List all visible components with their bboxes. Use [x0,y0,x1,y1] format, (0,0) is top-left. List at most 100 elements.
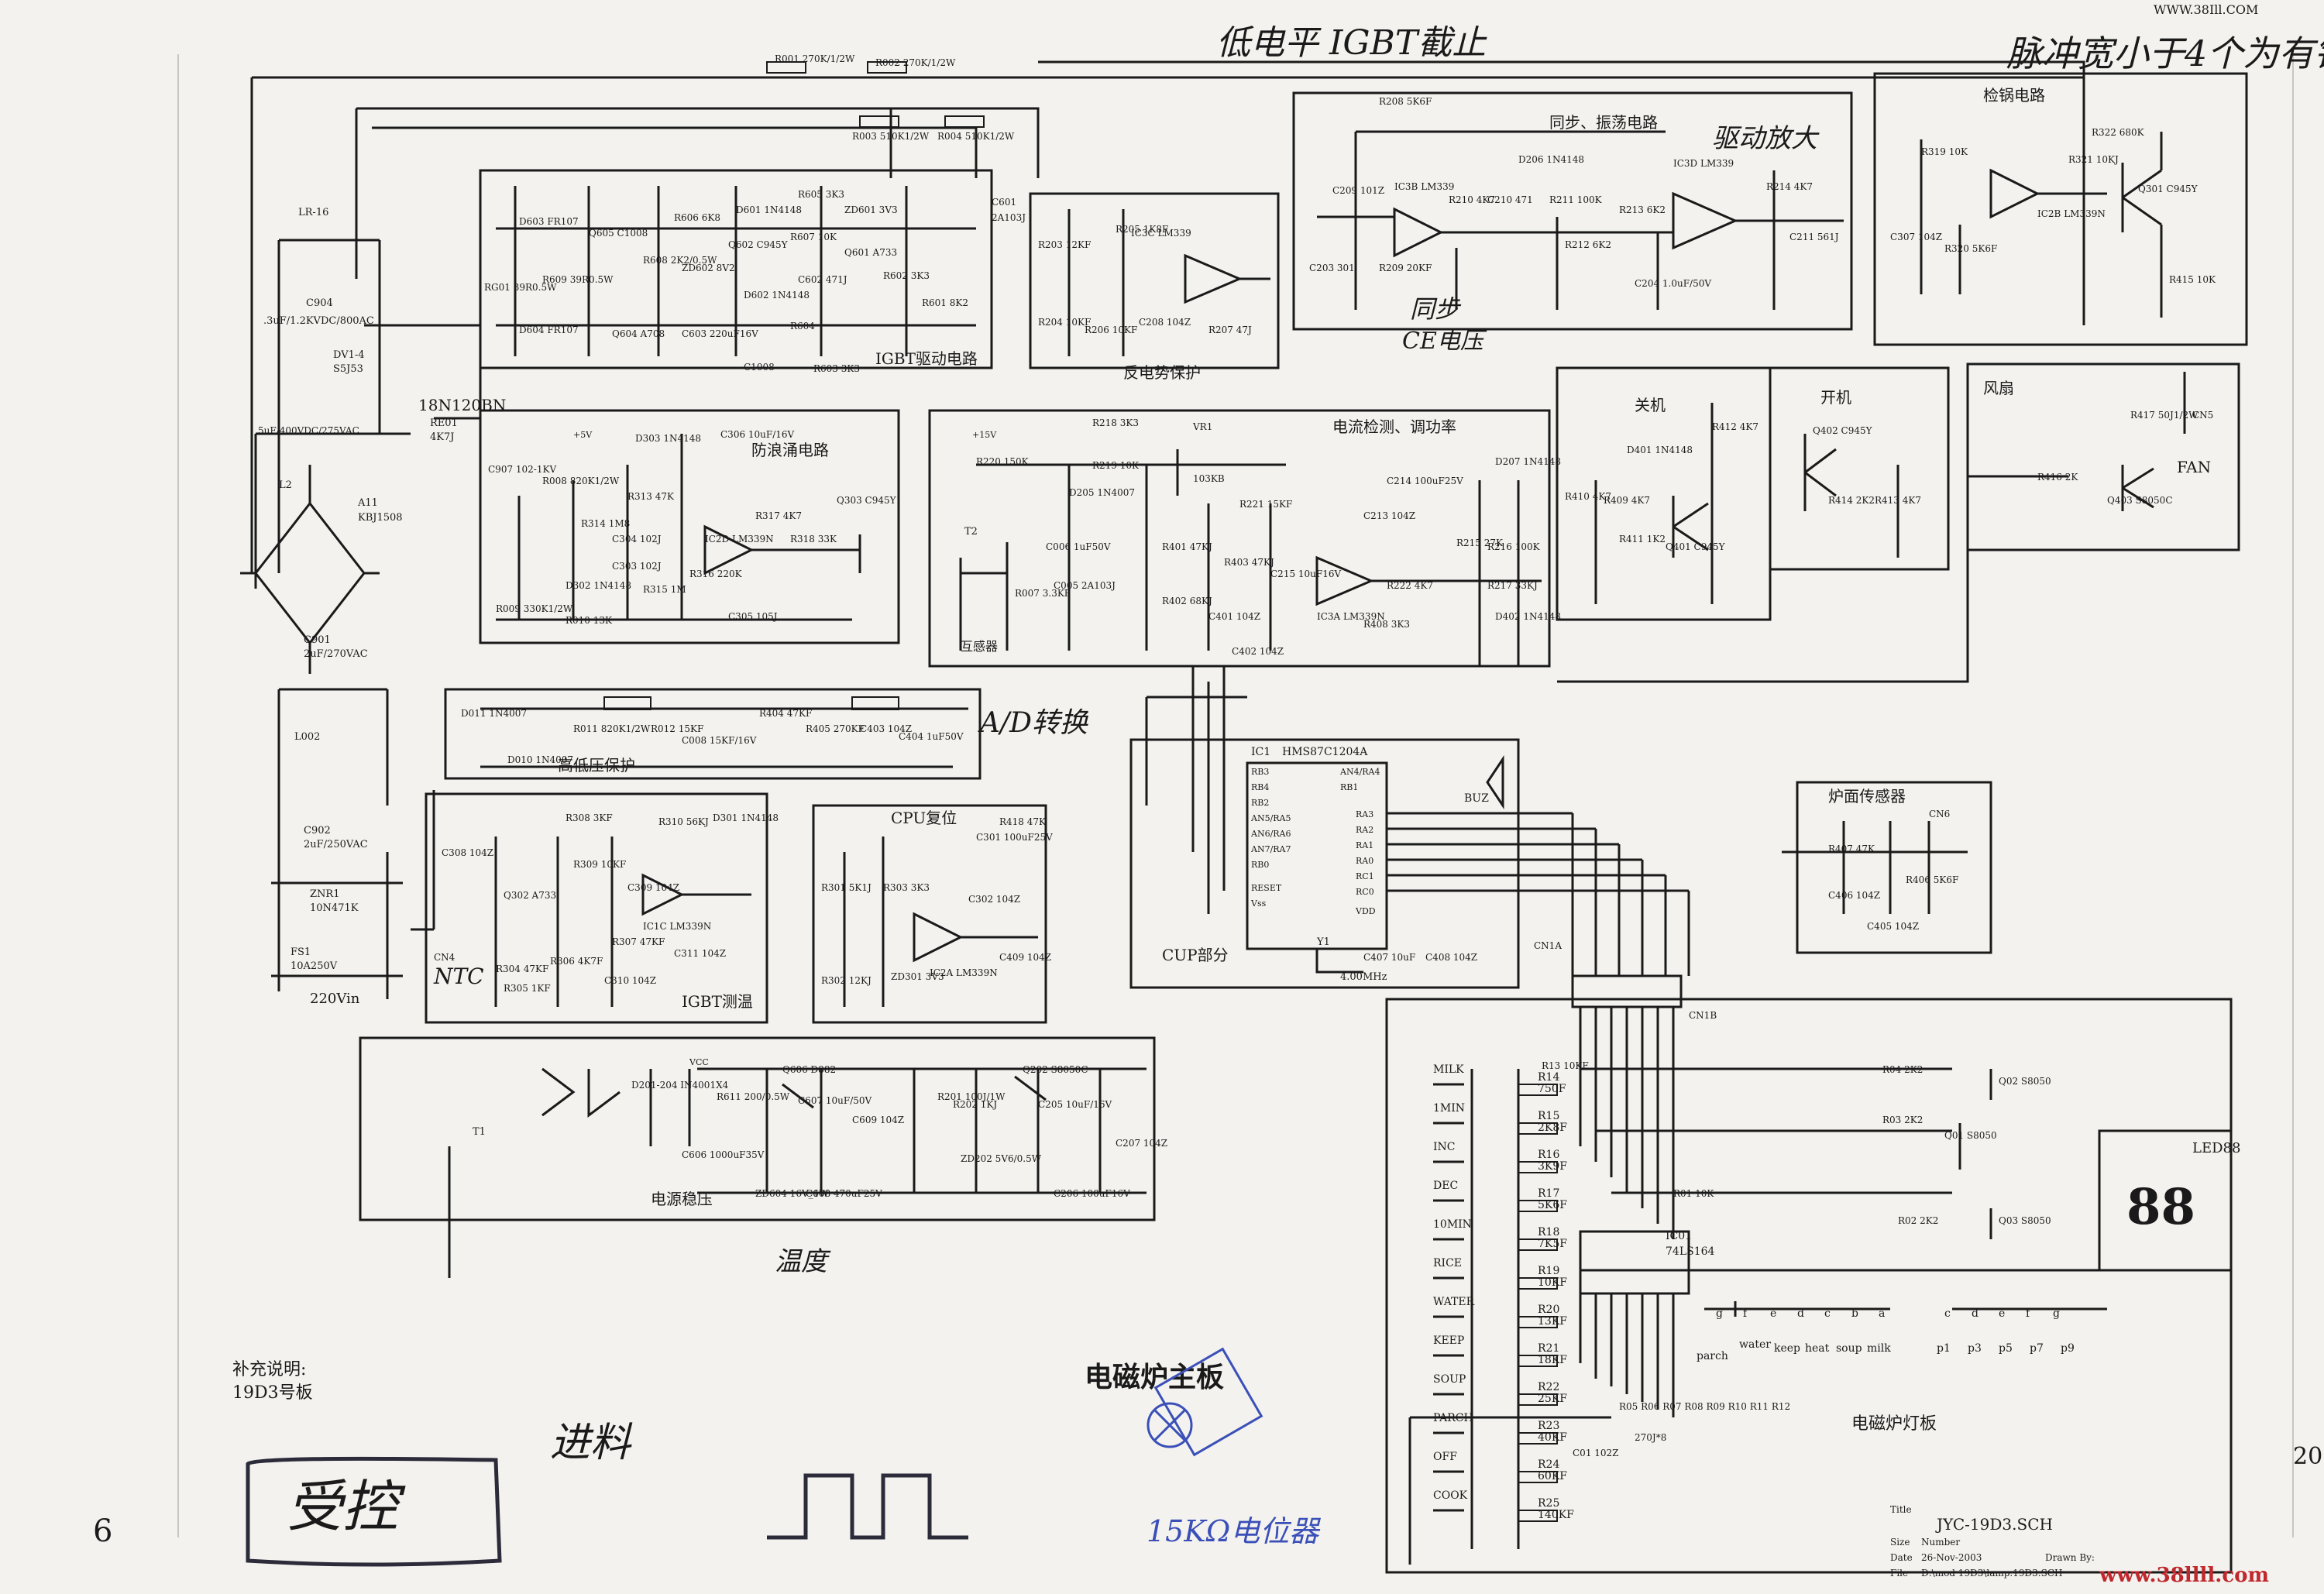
label-c206: C206 100uF16V [1054,1188,1130,1199]
key-label: SOUP [1433,1373,1466,1386]
label-q403: Q403 S8050C [2107,495,2173,506]
supply-label: +15V [972,430,997,440]
label-znr1: ZNR1 [310,888,339,900]
block-cpu-reset: CPU复位 [891,809,957,827]
label-c408: C408 104Z [1425,952,1477,963]
label-r314: R314 1M8 [581,518,630,529]
block-surface-sensor: 炉面传感器 [1828,787,1906,806]
key-switch-row [1433,1083,1464,1512]
label-r606: R606 6K8 [674,212,720,223]
label-q202: Q202 S8050C [1023,1064,1088,1075]
label-r219: R219 10K [1092,460,1140,471]
key-label: 10MIN [1433,1218,1472,1231]
label-mcu-ref: IC1 [1251,746,1270,758]
key-label: OFF [1433,1451,1457,1463]
key-resistor: R25 [1538,1497,1559,1510]
label-resistor-array: R05 R06 R07 R08 R09 R10 R11 R12 [1619,1401,1790,1412]
label-c609: C609 104Z [852,1115,904,1125]
label-lr16: LR-16 [298,207,328,218]
label-c902: C902 [304,825,331,837]
label-a11: A11 [357,497,378,509]
label-r201: R201 100J/1W [937,1091,1006,1102]
key-label: 1MIN [1433,1102,1465,1115]
label-r203: R203 12KF [1038,239,1091,250]
label-c401: C401 104Z [1208,611,1260,622]
label-ic3d: IC3D LM339 [1673,158,1734,169]
label-r608: R608 2K2/0.5W [643,255,717,266]
label-c304: C304 102J [612,534,662,545]
label-c208: C208 104Z [1139,317,1191,328]
label-resistor-array-v: 270J*8 [1635,1432,1666,1443]
label-t2: T2 [964,526,978,538]
label-r601: R601 8K2 [922,297,968,308]
label-r322: R322 680K [2092,127,2145,138]
label-r318: R318 33K [790,534,837,545]
led-pin: b [1851,1307,1858,1320]
led-pin: e [1770,1307,1776,1320]
label-c203: C203 301 [1309,263,1355,273]
hw-ce-note: CE电压 [1402,328,1487,355]
label-r309: R309 10KF [573,859,626,870]
led-pin: f [1743,1307,1748,1320]
label-c306: C306 10uF/16V [720,429,795,440]
label-r409: R409 4K7 [1604,495,1650,506]
label-c405: C405 104Z [1867,921,1919,932]
label-r01: R01 10K [1673,1188,1714,1199]
cpu-pin-label: RA1 [1356,840,1373,850]
label-d401: D401 1N4148 [1627,445,1693,455]
label-r316: R316 220K [689,569,743,579]
label-r218: R218 3K3 [1092,417,1139,428]
watermark-top: WWW.38Ill.COM [2154,2,2258,17]
label-r216: R216 100K [1487,541,1541,552]
key-resistor: R18 [1538,1226,1559,1238]
label-r414: R414 2K2 [1828,495,1875,506]
block-shutdown: 关机 [1635,396,1666,414]
label-r403: R403 47KJ [1224,557,1274,568]
key-resistor: R17 [1538,1187,1559,1200]
drawing-number: JYC-19D3.SCH [1935,1515,2053,1534]
label-c308: C308 104Z [442,847,493,858]
label-c307: C307 104Z [1890,232,1942,242]
tb-title-label: Title [1890,1504,1912,1515]
resistor-symbols [603,61,1558,1522]
label-q601: Q601 A733 [844,247,897,258]
label-ic3a: IC3A LM339N [1317,611,1385,622]
label-r404: R404 47KF [759,708,812,719]
led-word: p5 [1999,1342,2013,1355]
label-rect-bridge: KBJ1508 [358,512,403,524]
label-c608: C608 470uF25V [806,1188,882,1199]
label-c402: C402 104Z [1232,646,1284,657]
block-fan: 风扇 [1983,379,2014,397]
key-resistor-value: 3K9F [1538,1160,1567,1173]
label-r304: R304 47KF [496,964,548,974]
label-c407: C407 10uF [1363,952,1415,963]
label-r001: R001 270K/1/2W [775,53,855,64]
board-title: 电磁炉主板 [1085,1361,1224,1393]
label-crystal-ref: Y1 [1316,936,1330,948]
key-label: COOK [1433,1489,1468,1502]
label-c406: C406 104Z [1828,890,1880,901]
tb-size-label: Size [1890,1537,1910,1548]
label-t1: T1 [473,1126,486,1138]
label-r611: R611 200/0.5W [717,1091,790,1102]
label-d603: D603 FR107 [519,216,579,227]
label-r412: R412 4K7 [1712,421,1758,432]
label-c602: C602 471J [798,274,847,285]
led-pin: g [2053,1307,2060,1320]
cpu-pin-label: RC1 [1356,871,1374,881]
hw-drive-note: 驱动放大 [1712,123,1820,154]
label-r415: R415 10K [2169,274,2216,285]
label-c901: C901 [304,634,331,646]
label-r214: R214 4K7 [1766,181,1813,192]
led-word: p1 [1937,1342,1951,1355]
label-c309: C309 104Z [627,882,679,893]
supply-label: VCC [689,1057,709,1067]
label-ic3b: IC3B LM339 [1394,181,1454,192]
lamp-board-title: 电磁炉灯板 [1851,1414,1937,1434]
label-c214: C214 100uF25V [1387,476,1463,486]
label-r301: R301 5K1J [821,882,871,893]
label-ic3c: IC3C LM339 [1131,228,1191,239]
stamp-box [246,1456,502,1567]
block-igbt-temp: IGBT测温 [682,992,753,1011]
